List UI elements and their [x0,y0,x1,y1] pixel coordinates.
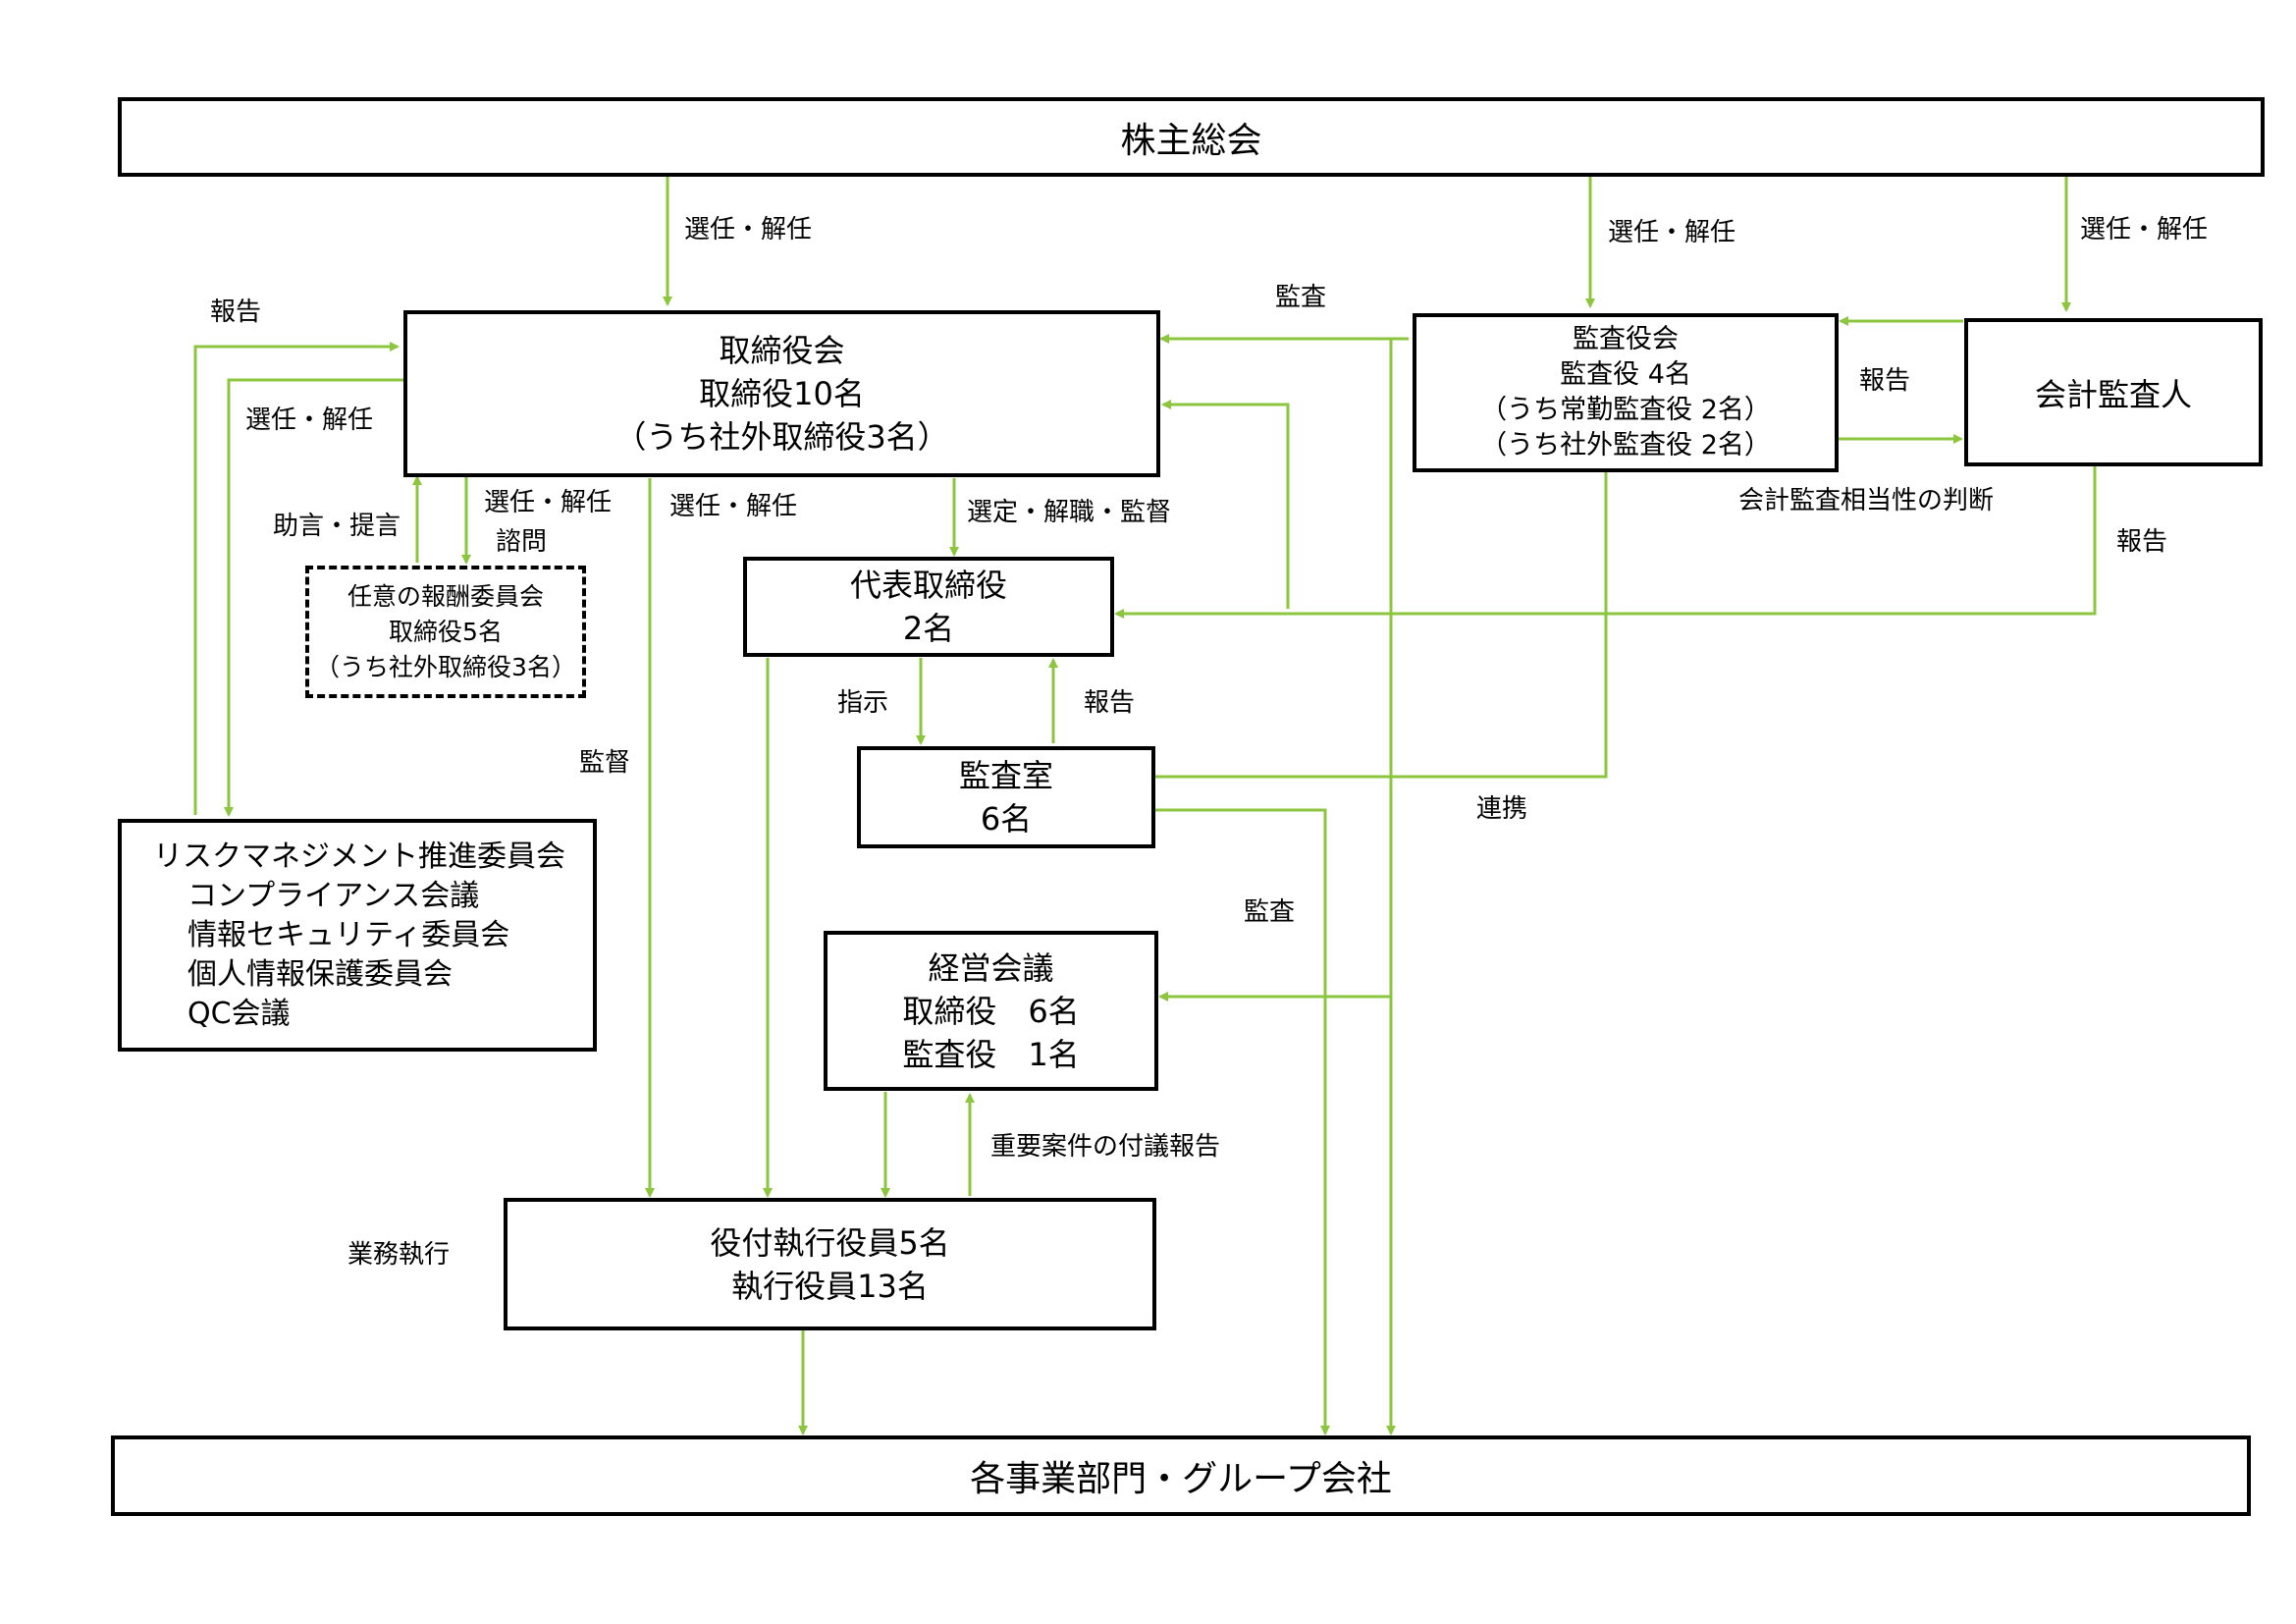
label-report-right: 報告 [2116,527,2168,557]
label-consultation: 諮問 [496,527,548,557]
board-of-directors-box: 取締役会 取締役10名 （うち社外取締役3名） [403,310,1160,477]
label-elect-dismiss-executives: 選任・解任 [669,492,798,521]
shareholders-meeting-label: 株主総会 [1120,120,1262,161]
representative-director-box: 代表取締役 2名 [743,557,1114,657]
audit-board-box: 監査役会 監査役 4名 （うち常勤監査役 2名） （うち社外監査役 2名） [1413,313,1839,472]
risk-committee-item: リスクマネジメント推進委員会 [153,839,565,874]
audit-board-members: 監査役 4名 [1560,359,1691,390]
management-meeting-directors: 取締役 6名 [902,992,1080,1030]
arrow-board-to-risk [224,378,406,817]
label-important-matters-report: 重要案件の付議報告 [990,1132,1221,1162]
label-select-dismiss-supervise: 選定・解職・監督 [967,498,1172,527]
label-elect-dismiss-risk: 選任・解任 [245,406,374,435]
remuneration-title: 任意の報酬委員会 [347,581,544,611]
audit-board-outside: （うち社外監査役 2名） [1480,430,1771,460]
board-members: 取締役10名 [699,375,865,412]
risk-committees-box: リスクマネジメント推進委員会 コンプライアンス会議 情報セキュリティ委員会 個人… [118,819,597,1052]
qc-meeting-item: QC会議 [187,996,291,1031]
accounting-auditor-box: 会計監査人 [1964,318,2263,466]
executive-officers-line2: 執行役員13名 [731,1267,929,1305]
label-elect-dismiss-audit-board: 選任・解任 [1608,218,1736,247]
security-committee-item: 情報セキュリティ委員会 [187,917,510,952]
management-meeting-auditors: 監査役 1名 [902,1035,1080,1073]
privacy-committee-item: 個人情報保護委員会 [187,956,453,992]
label-supervision: 監督 [579,748,631,778]
line-internal-audit-coordination [1155,471,1608,779]
label-business-execution: 業務執行 [347,1240,451,1270]
representative-count: 2名 [902,610,955,647]
arrow-internal-audit-to-divisions [1155,808,1330,1435]
remuneration-members: 取締役5名 [389,617,503,646]
business-divisions-box: 各事業部門・グループ会社 [111,1435,2251,1516]
label-advice-proposal: 助言・提言 [273,512,401,541]
board-title: 取締役会 [719,332,845,369]
label-elect-dismiss-remuneration: 選任・解任 [484,488,613,517]
label-elect-dismiss-accounting-auditor: 選任・解任 [2080,215,2209,244]
arrow-representative-to-board [1161,400,1290,609]
label-audit-lower: 監査 [1244,897,1296,927]
label-report-internal-audit: 報告 [1084,688,1136,718]
management-meeting-box: 経営会議 取締役 6名 監査役 1名 [824,931,1158,1091]
compliance-meeting-item: コンプライアンス会議 [187,878,480,913]
management-meeting-title: 経営会議 [928,948,1054,987]
label-report-risk: 報告 [210,298,262,327]
business-divisions-label: 各事業部門・グループ会社 [970,1459,1392,1499]
remuneration-committee-box: 任意の報酬委員会 取締役5名 （うち社外取締役3名） [305,566,586,698]
label-accounting-audit-judgment: 会計監査相当性の判断 [1738,486,1995,515]
audit-board-fulltime: （うち常勤監査役 2名） [1480,395,1771,425]
label-audit-top: 監査 [1275,283,1327,312]
arrow-risk-to-board-report [193,342,400,815]
shareholders-meeting-box: 株主総会 [118,97,2265,177]
audit-board-title: 監査役会 [1573,324,1679,354]
label-coordination: 連携 [1476,794,1528,824]
remuneration-outside: （うち社外取締役3名） [315,652,576,681]
arrow-accounting-auditor-to-representative [1114,466,2097,619]
representative-title: 代表取締役 [849,567,1007,604]
label-elect-dismiss-board: 選任・解任 [684,215,813,244]
internal-audit-title: 監査室 [958,757,1053,794]
board-outside-members: （うち社外取締役3名） [614,418,949,456]
label-report-accounting-auditor: 報告 [1859,366,1911,396]
label-instruction: 指示 [837,688,889,718]
executive-officers-line1: 役付執行役員5名 [710,1223,950,1262]
accounting-auditor-label: 会計監査人 [2034,375,2192,413]
internal-audit-count: 6名 [980,800,1033,838]
executive-officers-box: 役付執行役員5名 執行役員13名 [504,1198,1156,1330]
internal-audit-office-box: 監査室 6名 [857,746,1155,848]
